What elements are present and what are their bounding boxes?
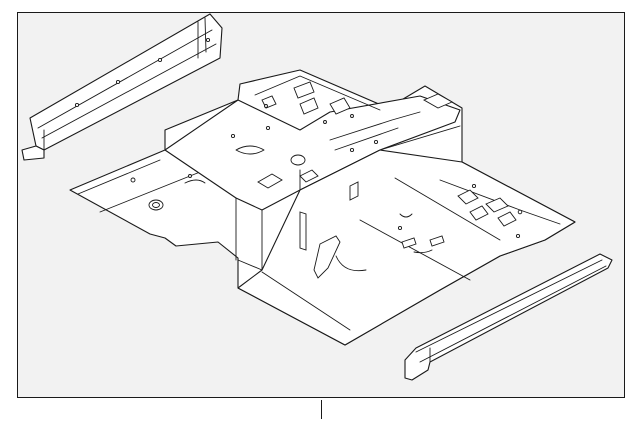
- callout-leader-line: [321, 400, 322, 419]
- floor-pan-assembly: [69, 69, 576, 346]
- left-rocker-reinforcement: [21, 13, 223, 161]
- right-rocker-reinforcement: [404, 253, 613, 381]
